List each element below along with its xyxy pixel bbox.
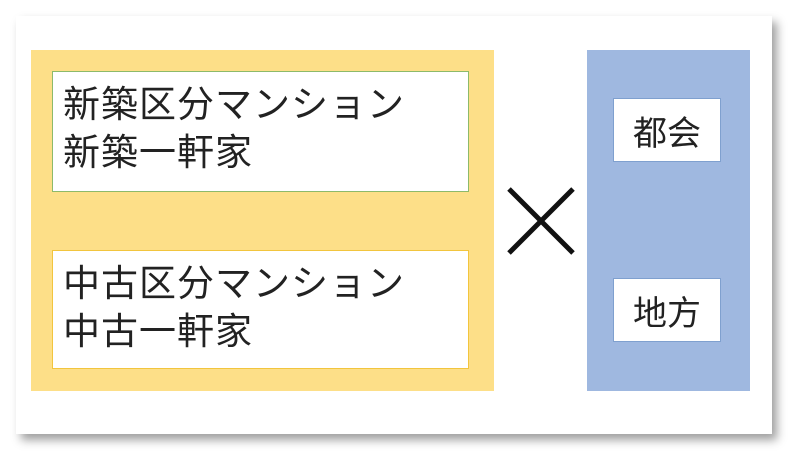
new-condo-label: 新築区分マンション (63, 83, 405, 126)
used-condo-label: 中古区分マンション (63, 262, 405, 305)
new-property-box: 新築区分マンション 新築一軒家 (52, 71, 469, 192)
region-panel: 都会 地方 (587, 50, 750, 391)
region-rural-label: 地方 (633, 293, 701, 334)
used-house-label: 中古一軒家 (63, 310, 253, 353)
property-type-panel: 新築区分マンション 新築一軒家 中古区分マンション 中古一軒家 (31, 50, 494, 391)
region-urban-box: 都会 (613, 98, 721, 162)
new-house-label: 新築一軒家 (63, 131, 253, 174)
region-urban-label: 都会 (633, 113, 701, 154)
multiply-icon (507, 187, 575, 255)
used-property-box: 中古区分マンション 中古一軒家 (52, 250, 469, 369)
region-rural-box: 地方 (613, 278, 721, 342)
